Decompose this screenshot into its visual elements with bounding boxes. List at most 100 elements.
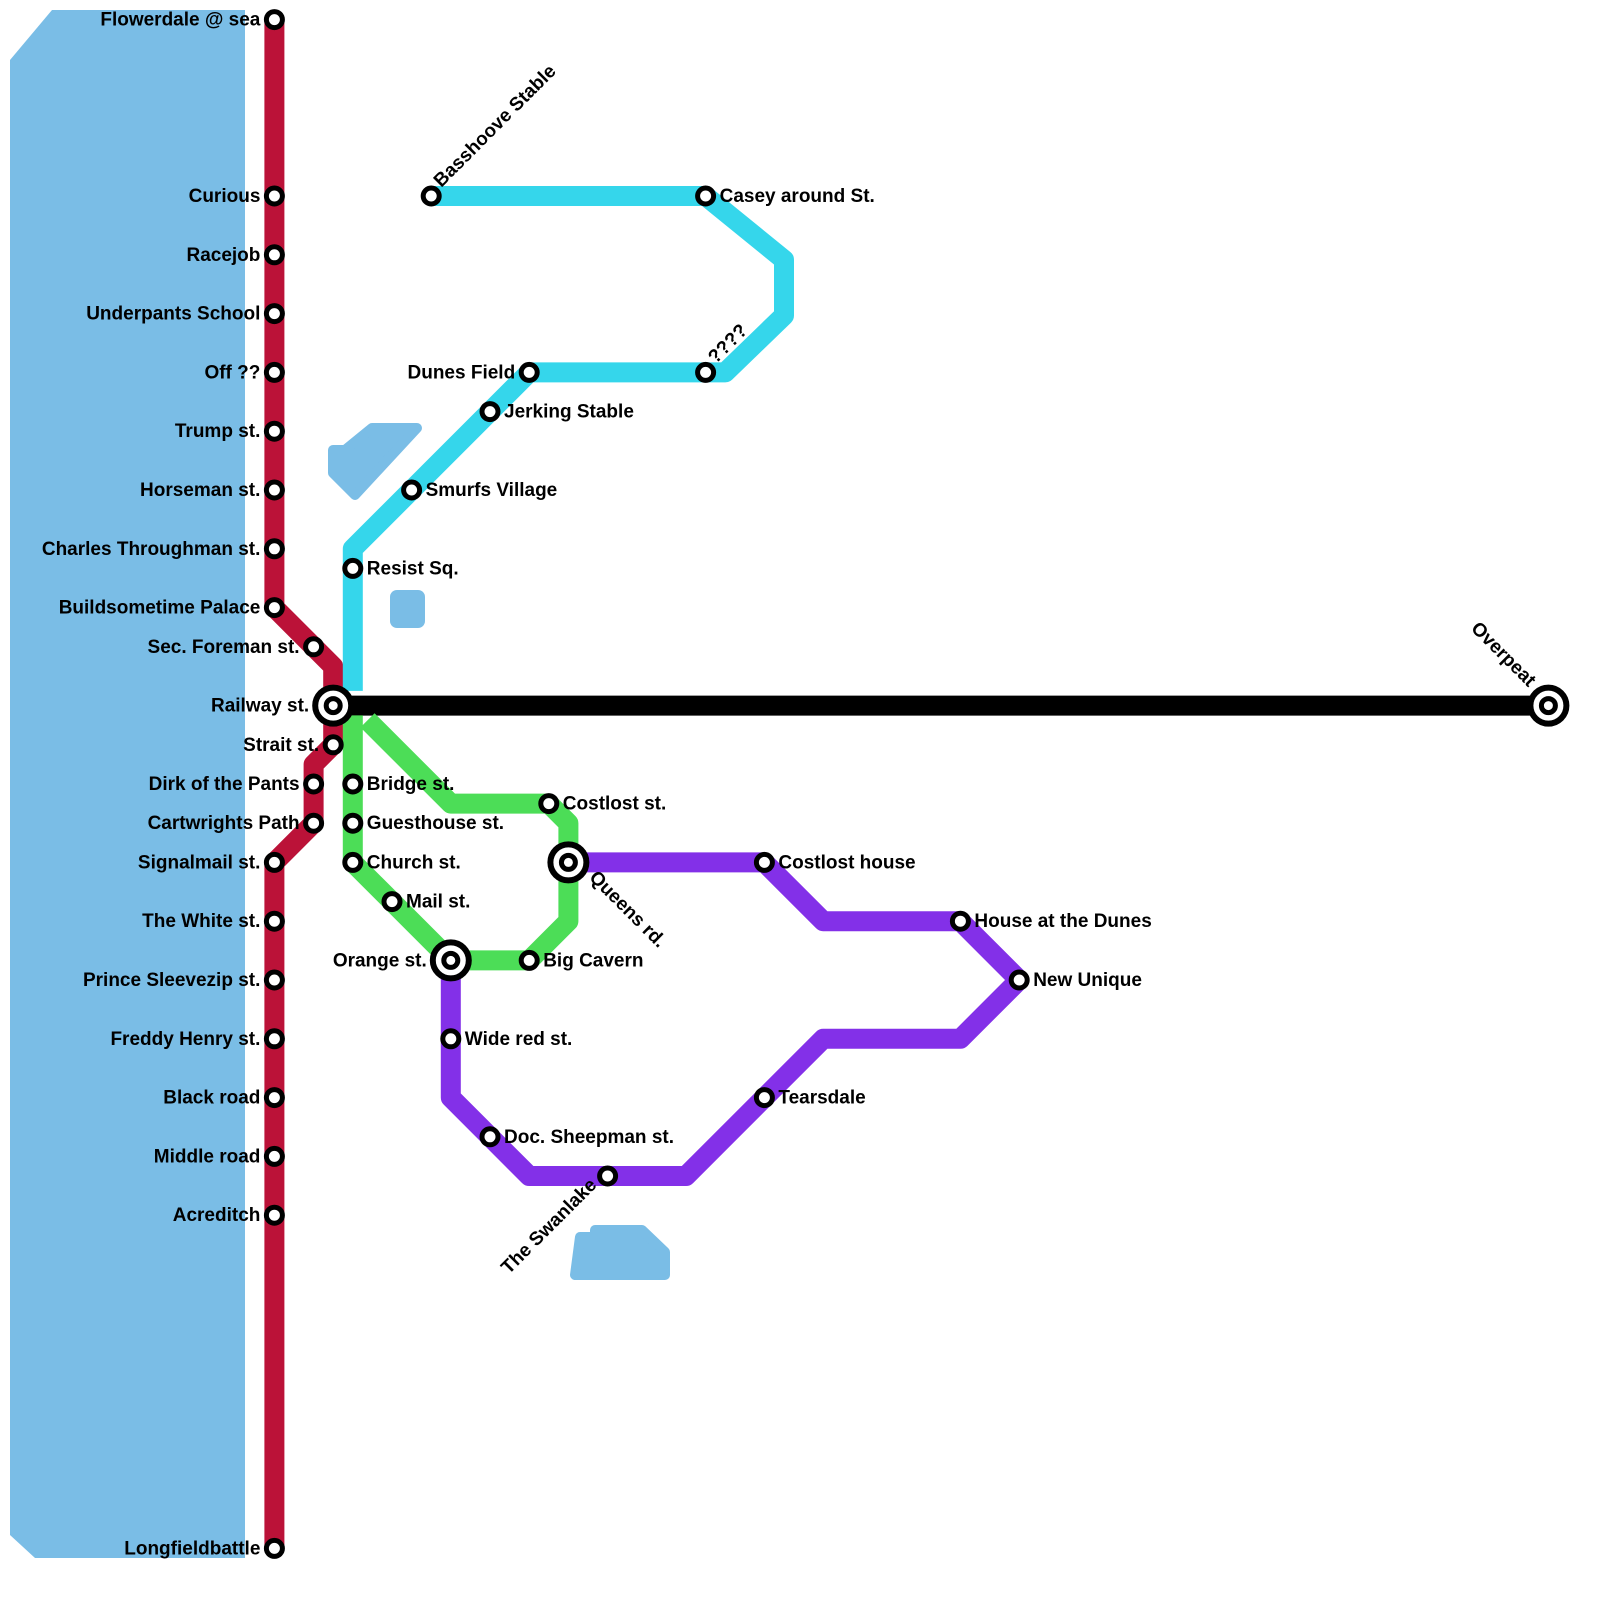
station-marker[interactable] (518, 949, 540, 971)
station-marker[interactable] (263, 1145, 285, 1167)
station-marker[interactable] (263, 303, 285, 325)
station-casey[interactable] (695, 185, 717, 207)
station-mail[interactable] (381, 891, 403, 913)
station-label-freddy: Freddy Henry st. (110, 1029, 260, 1050)
station-marker[interactable] (303, 812, 325, 834)
station-marker[interactable] (420, 185, 442, 207)
station-label-racejob: Racejob (186, 245, 260, 266)
station-overpeat[interactable] (1527, 684, 1570, 727)
station-widered[interactable] (440, 1028, 462, 1050)
station-guesthouse[interactable] (342, 812, 364, 834)
station-trump[interactable] (263, 420, 285, 442)
station-label-underpants: Underpants School (86, 304, 260, 325)
station-marker[interactable] (695, 361, 717, 383)
station-tearsdale[interactable] (753, 1087, 775, 1109)
station-marker[interactable] (263, 538, 285, 560)
station-cartwrights[interactable] (303, 812, 325, 834)
station-off[interactable] (263, 361, 285, 383)
station-marker[interactable] (263, 851, 285, 873)
station-bigcavern[interactable] (518, 949, 540, 971)
station-label-tearsdale: Tearsdale (778, 1088, 865, 1109)
station-orange[interactable] (429, 939, 472, 982)
station-marker[interactable] (263, 1537, 285, 1559)
station-marker[interactable] (263, 361, 285, 383)
station-marker[interactable] (263, 1204, 285, 1226)
station-marker[interactable] (263, 910, 285, 932)
station-underpants[interactable] (263, 303, 285, 325)
station-dirk[interactable] (303, 773, 325, 795)
cyan-line[interactable] (342, 186, 794, 691)
station-marker[interactable] (303, 636, 325, 658)
station-freddy[interactable] (263, 1028, 285, 1050)
station-marker[interactable] (479, 1126, 501, 1148)
station-label-newunique: New Unique (1033, 970, 1142, 991)
station-qqqq[interactable] (695, 361, 717, 383)
station-costlost[interactable] (538, 793, 560, 815)
station-acreditch[interactable] (263, 1204, 285, 1226)
station-sheepman[interactable] (479, 1126, 501, 1148)
station-marker[interactable] (342, 773, 364, 795)
station-dunes[interactable] (518, 361, 540, 383)
station-black[interactable] (263, 1087, 285, 1109)
station-marker[interactable] (949, 910, 971, 932)
station-resist[interactable] (342, 557, 364, 579)
station-charles[interactable] (263, 538, 285, 560)
station-newunique[interactable] (1008, 969, 1030, 991)
station-label-longfield: Longfieldbattle (124, 1538, 260, 1559)
station-bridge[interactable] (342, 773, 364, 795)
station-label-curious: Curious (189, 186, 261, 207)
station-marker[interactable] (263, 479, 285, 501)
green-line[interactable] (342, 713, 579, 971)
station-marker[interactable] (263, 969, 285, 991)
station-marker[interactable] (753, 851, 775, 873)
station-marker[interactable] (263, 244, 285, 266)
station-smurfs[interactable] (401, 479, 423, 501)
station-marker[interactable] (342, 851, 364, 873)
station-basshoove[interactable] (420, 185, 442, 207)
station-marker[interactable] (479, 401, 501, 423)
station-queens[interactable] (547, 841, 590, 884)
station-label-charles: Charles Throughman st. (42, 539, 261, 560)
station-swanlake[interactable] (597, 1165, 619, 1187)
station-costlosthouse[interactable] (753, 851, 775, 873)
station-longfield[interactable] (263, 1537, 285, 1559)
station-marker[interactable] (263, 9, 285, 31)
station-prince[interactable] (263, 969, 285, 991)
station-marker[interactable] (401, 479, 423, 501)
station-horseman[interactable] (263, 479, 285, 501)
station-marker[interactable] (342, 557, 364, 579)
station-label-smurfs: Smurfs Village (426, 480, 558, 501)
station-jerking[interactable] (479, 401, 501, 423)
station-strait[interactable] (322, 734, 344, 756)
station-marker[interactable] (518, 361, 540, 383)
station-marker[interactable] (263, 185, 285, 207)
station-signalmail[interactable] (263, 851, 285, 873)
station-marker[interactable] (263, 420, 285, 442)
station-buildsometime[interactable] (263, 597, 285, 619)
station-marker[interactable] (753, 1087, 775, 1109)
station-racejob[interactable] (263, 244, 285, 266)
station-secforeman[interactable] (303, 636, 325, 658)
station-railway[interactable] (312, 684, 355, 727)
station-marker[interactable] (381, 891, 403, 913)
station-curious[interactable] (263, 185, 285, 207)
station-marker[interactable] (342, 812, 364, 834)
station-housedunes[interactable] (949, 910, 971, 932)
station-middle[interactable] (263, 1145, 285, 1167)
station-church[interactable] (342, 851, 364, 873)
station-marker[interactable] (440, 1028, 462, 1050)
station-white[interactable] (263, 910, 285, 932)
interchange-inner (441, 950, 461, 970)
purple-line[interactable] (440, 852, 1030, 1186)
station-marker[interactable] (263, 1028, 285, 1050)
station-marker[interactable] (1008, 969, 1030, 991)
station-marker[interactable] (263, 597, 285, 619)
station-label-acreditch: Acreditch (173, 1205, 261, 1226)
station-marker[interactable] (597, 1165, 619, 1187)
station-marker[interactable] (538, 793, 560, 815)
station-marker[interactable] (322, 734, 344, 756)
station-marker[interactable] (263, 1087, 285, 1109)
station-marker[interactable] (303, 773, 325, 795)
station-marker[interactable] (695, 185, 717, 207)
station-flowerdale[interactable] (263, 9, 285, 31)
